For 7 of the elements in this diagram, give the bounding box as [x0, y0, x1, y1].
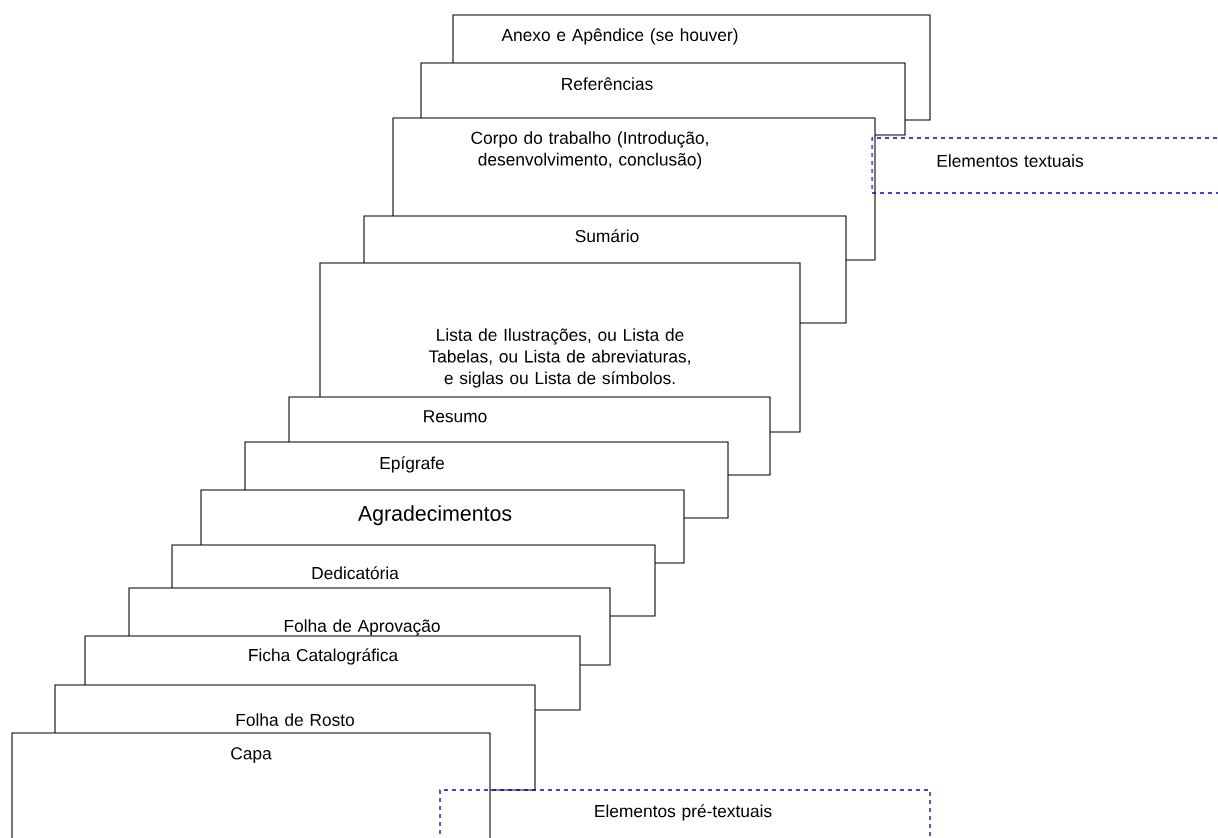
page-box: Capa	[11, 732, 491, 838]
dashed-box: Elementos pré-textuais	[439, 789, 931, 838]
page-box: Dedicatória	[171, 544, 656, 617]
dashed-box: Elementos textuais	[871, 137, 1218, 194]
page-box: Sumário	[363, 215, 847, 324]
page-box: Ficha Catalográfica	[84, 635, 581, 711]
page-box: Agradecimentos	[200, 489, 685, 564]
